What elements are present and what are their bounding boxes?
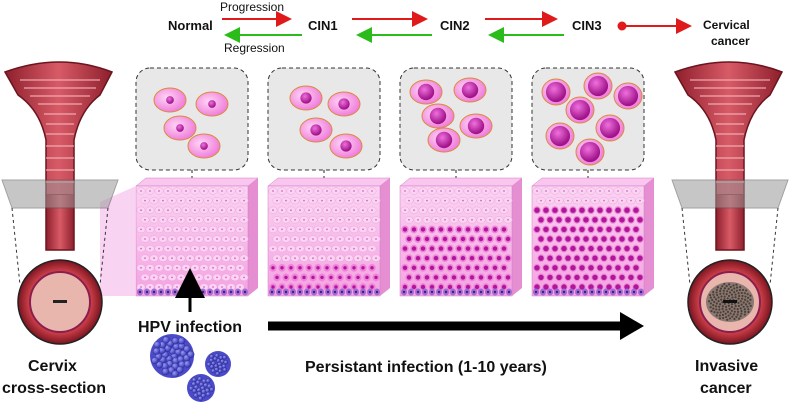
tissue-block-1	[135, 177, 259, 297]
cervix-cross-section-icon	[17, 259, 103, 345]
hpv-virus-icon	[150, 334, 195, 378]
regression-label: Regression	[224, 41, 285, 55]
hpv-virus-icon	[187, 374, 215, 402]
cell-nucleus	[587, 75, 609, 97]
invasive-label-line1: Invasive	[695, 358, 758, 375]
hpv-infection-label: HPV infection	[138, 319, 242, 336]
progression-label: Progression	[220, 0, 284, 14]
cell-nucleus	[208, 100, 216, 108]
invasive-cancer-cross-section-icon	[687, 259, 773, 345]
cell-nucleus	[617, 85, 639, 107]
hpv-virus-icons	[150, 334, 231, 402]
cell-nucleus	[579, 141, 601, 163]
right-uterus-illustration	[671, 61, 789, 286]
left-uterus-illustration	[1, 61, 119, 286]
cell-nucleus	[569, 99, 591, 121]
cell-nucleus	[310, 124, 322, 136]
cell-nucleus	[461, 81, 479, 99]
cell-nucleus	[417, 83, 435, 101]
stage-normal-label: Normal	[168, 18, 213, 33]
cell-nucleus	[549, 125, 571, 147]
tissue-block-2	[267, 177, 391, 297]
stage-cancer-label-line2: cancer	[711, 34, 750, 48]
stage-cancer-label-line1: Cervical	[703, 18, 750, 32]
cell-nucleus	[545, 81, 567, 103]
stage-cin1-label: CIN1	[308, 18, 338, 33]
tissue-block-4	[531, 177, 655, 297]
persistent-infection-arrowhead	[620, 312, 644, 340]
cell-panels	[135, 67, 645, 240]
cell-nucleus	[429, 107, 447, 125]
cell-nucleus	[166, 96, 174, 104]
hpv-virus-icon	[205, 351, 231, 377]
persistent-infection-label: Persistant infection (1-10 years)	[305, 359, 547, 376]
stage-cin3-label: CIN3	[572, 18, 602, 33]
cell-nucleus	[200, 142, 208, 150]
cin3-cancer-dot	[617, 21, 627, 31]
cell-nucleus	[300, 92, 312, 104]
tissue-blocks	[135, 177, 655, 297]
invasive-label-line2: cancer	[700, 380, 752, 397]
cell-nucleus	[467, 117, 485, 135]
cell-nucleus	[338, 98, 350, 110]
cell-nucleus	[340, 140, 352, 152]
cervix-label-line2: cross-section	[2, 380, 106, 397]
cell-nucleus	[435, 131, 453, 149]
cell-nucleus	[176, 124, 184, 132]
magnification-wedge	[100, 186, 136, 296]
stage-cin2-label: CIN2	[440, 18, 470, 33]
cell-panel-2	[267, 67, 381, 171]
cervix-label-line1: Cervix	[28, 358, 77, 375]
cell-nucleus	[599, 117, 621, 139]
tissue-block-3	[399, 177, 523, 297]
cell-panel-1	[135, 67, 249, 171]
